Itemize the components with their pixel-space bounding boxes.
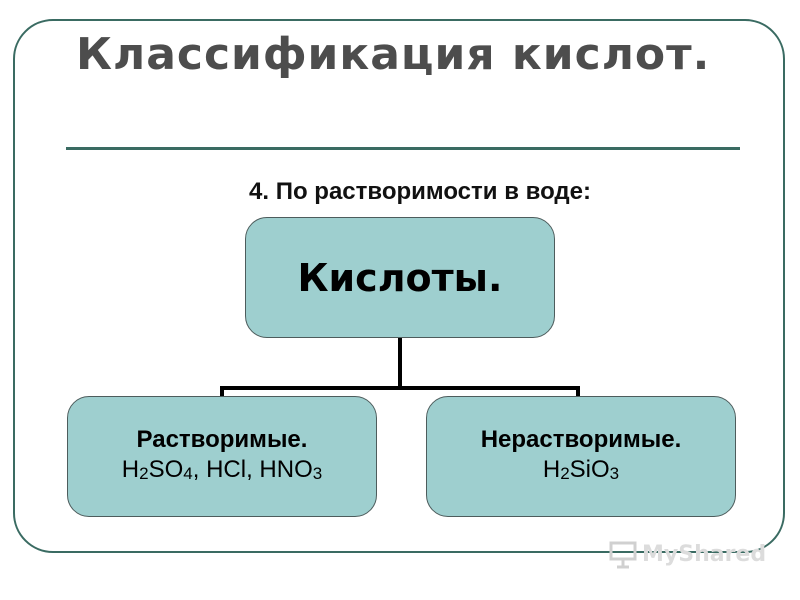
node-insoluble-label: Нерастворимые.: [480, 425, 682, 453]
title-underline: [66, 147, 740, 150]
presentation-board-icon: [609, 541, 637, 569]
node-insoluble-formula: H2SiO3: [542, 455, 620, 483]
node-soluble: Растворимые. H2SO4, HCl, HNO3: [67, 396, 377, 517]
node-acids-label: Кислоты.: [297, 255, 503, 300]
slide-title: Классификация кислот.: [76, 29, 711, 80]
node-soluble-label: Растворимые.: [136, 425, 308, 453]
node-acids: Кислоты.: [245, 217, 555, 338]
node-soluble-formula: H2SO4, HCl, HNO3: [121, 455, 323, 483]
slide-subtitle: 4. По растворимости в воде:: [249, 178, 591, 205]
node-insoluble: Нерастворимые. H2SiO3: [426, 396, 736, 517]
watermark: MyShared: [608, 538, 766, 570]
watermark-text: MyShared: [642, 541, 767, 567]
